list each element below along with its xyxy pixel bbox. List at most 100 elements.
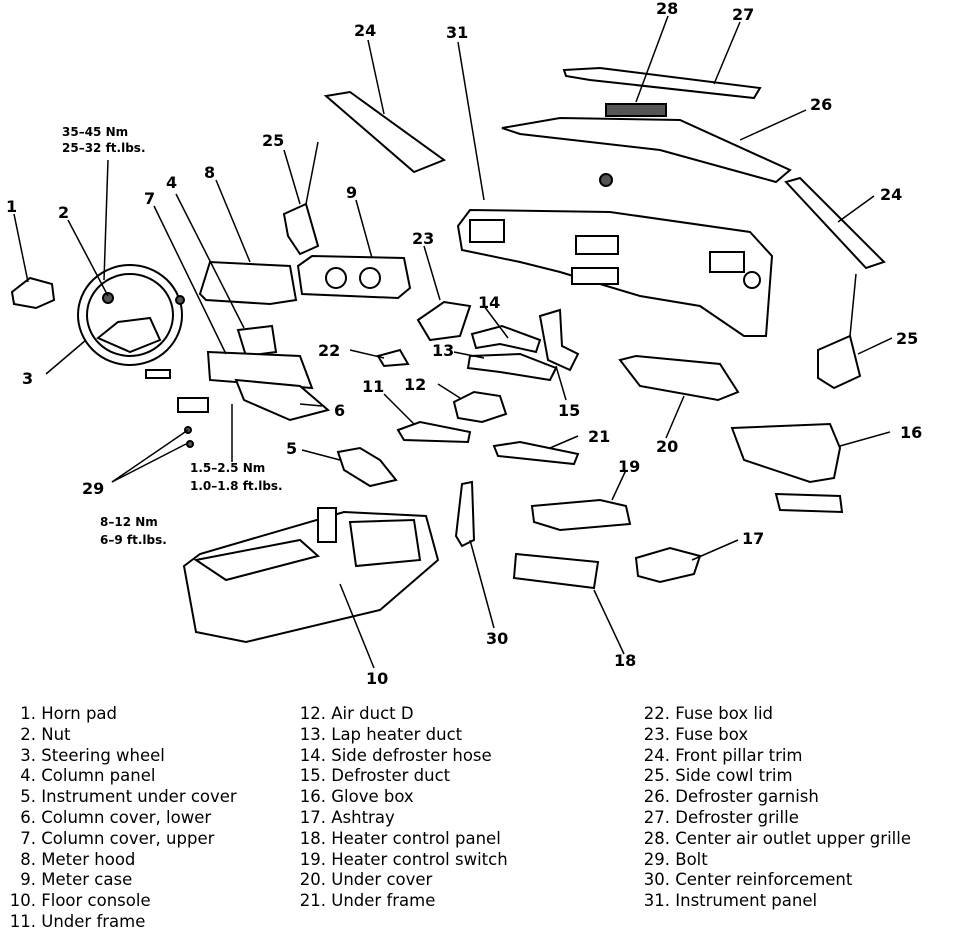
legend-item: 3. Steering wheel	[6, 746, 237, 767]
callout-7: 7	[144, 189, 155, 208]
callout-20: 20	[656, 437, 678, 456]
legend-item: 6. Column cover, lower	[6, 808, 237, 829]
callout-5: 5	[286, 439, 297, 458]
legend-item-label: Fuse box lid	[675, 704, 774, 723]
legend-item-number: 23.	[643, 724, 670, 744]
callout-3: 3	[22, 369, 33, 388]
legend-item: 16. Glove box	[296, 787, 508, 808]
nut-part	[175, 295, 185, 305]
callout-26: 26	[810, 95, 832, 114]
lap-heater-duct-part	[466, 352, 558, 382]
legend-item-number: 15.	[299, 766, 326, 786]
legend-item: 15. Defroster duct	[296, 766, 508, 787]
legend-item-number: 1.	[20, 704, 36, 723]
legend-item-number: 16.	[299, 787, 326, 807]
callout-1: 1	[6, 197, 17, 216]
legend-item-number: 2.	[20, 724, 36, 744]
instrument-under-cover-part	[336, 446, 398, 488]
steering-wheel-part	[77, 264, 183, 366]
torque-column-nm: 1.5–2.5 Nm	[190, 461, 265, 475]
exploded-parts-diagram: 1 2 3 4 5 6 7 8 9 10 11 12 13 14 15 16 1…	[6, 0, 922, 688]
center-air-outlet-grille-part	[605, 103, 667, 117]
callout-24-right: 24	[880, 185, 902, 204]
glove-box-part	[730, 422, 842, 484]
legend-item-number: 26.	[643, 787, 670, 807]
legend-item: 22. Fuse box lid	[640, 704, 911, 725]
legend-item-label: Column cover, upper	[41, 828, 215, 848]
defroster-garnish-part	[501, 116, 792, 184]
legend-item: 25. Side cowl trim	[640, 766, 911, 787]
legend-item-number: 3.	[20, 745, 36, 765]
legend-item-number: 10.	[9, 891, 36, 911]
legend-item-label: Column panel	[41, 766, 156, 786]
callout-12: 12	[404, 375, 426, 394]
callout-9: 9	[346, 183, 357, 202]
callout-6: 6	[334, 401, 345, 420]
torque-column-ftlbs: 1.0–1.8 ft.lbs.	[190, 479, 283, 493]
defroster-duct-part	[538, 308, 580, 372]
legend-item: 11. Under frame	[6, 912, 237, 933]
legend-item: 26. Defroster garnish	[640, 787, 911, 808]
legend-item-number: 27.	[643, 807, 670, 827]
legend-item: 23. Fuse box	[640, 725, 911, 746]
callout-25-right: 25	[896, 329, 918, 348]
legend-item-number: 30.	[643, 870, 670, 890]
legend-item-label: Instrument under cover	[41, 787, 237, 807]
legend-item-label: Under frame	[41, 911, 146, 931]
legend-item-number: 21.	[299, 891, 326, 911]
legend-item: 9. Meter case	[6, 870, 237, 891]
legend-item: 31. Instrument panel	[640, 891, 911, 912]
legend-item-number: 28.	[643, 828, 670, 848]
legend-item-label: Nut	[41, 724, 71, 744]
legend-item-number: 7.	[20, 828, 36, 848]
callout-17: 17	[742, 529, 764, 548]
legend-item-label: Heater control panel	[331, 828, 501, 848]
torque-nut-ftlbs: 25–32 ft.lbs.	[62, 141, 146, 155]
legend-item-label: Center reinforcement	[675, 870, 853, 890]
legend-item: 21. Under frame	[296, 891, 508, 912]
legend-item: 12. Air duct D	[296, 704, 508, 725]
legend-item-number: 6.	[20, 807, 36, 827]
callout-30: 30	[486, 629, 508, 648]
legend-item-number: 8.	[20, 849, 36, 869]
side-cowl-trim-right-part	[817, 334, 862, 390]
under-cover-part	[618, 354, 740, 402]
center-reinforcement-part	[454, 480, 476, 548]
side-defroster-hose-part	[470, 324, 542, 354]
legend-item: 28. Center air outlet upper grille	[640, 829, 911, 850]
legend-item: 13. Lap heater duct	[296, 725, 508, 746]
legend-item-number: 17.	[299, 807, 326, 827]
heater-control-panel-part	[512, 552, 600, 590]
floor-console-part	[182, 507, 440, 644]
callout-4: 4	[166, 173, 177, 192]
legend-item-label: Air duct D	[331, 704, 414, 723]
legend-item-label: Column cover, lower	[41, 807, 212, 827]
legend-item-number: 29.	[643, 849, 670, 869]
air-duct-d-part	[452, 390, 508, 424]
legend-item: 7. Column cover, upper	[6, 829, 237, 850]
heater-control-switch-part	[530, 498, 632, 532]
legend-item-number: 31.	[643, 891, 670, 911]
torque-bolt-ftlbs: 6–9 ft.lbs.	[100, 533, 167, 547]
legend-item: 20. Under cover	[296, 870, 508, 891]
legend-item-number: 20.	[299, 870, 326, 890]
horn-pad-part	[10, 276, 56, 310]
legend-item: 17. Ashtray	[296, 808, 508, 829]
legend-item: 10. Floor console	[6, 891, 237, 912]
legend-item-number: 24.	[643, 745, 670, 765]
callout-13: 13	[432, 341, 454, 360]
callout-10: 10	[366, 669, 388, 688]
torque-nut-nm: 35–45 Nm	[62, 125, 128, 139]
ashtray-part	[634, 546, 702, 584]
legend-item-number: 13.	[299, 724, 326, 744]
legend-item: 30. Center reinforcement	[640, 870, 911, 891]
legend-item-label: Fuse box	[675, 724, 749, 744]
legend-item-label: Heater control switch	[331, 849, 508, 869]
front-pillar-trim-left-part	[323, 90, 447, 174]
legend-item-number: 11.	[9, 911, 36, 931]
column-cover-lower-part	[234, 378, 331, 422]
callout-8: 8	[204, 163, 215, 182]
legend-item-label: Side cowl trim	[675, 766, 793, 786]
